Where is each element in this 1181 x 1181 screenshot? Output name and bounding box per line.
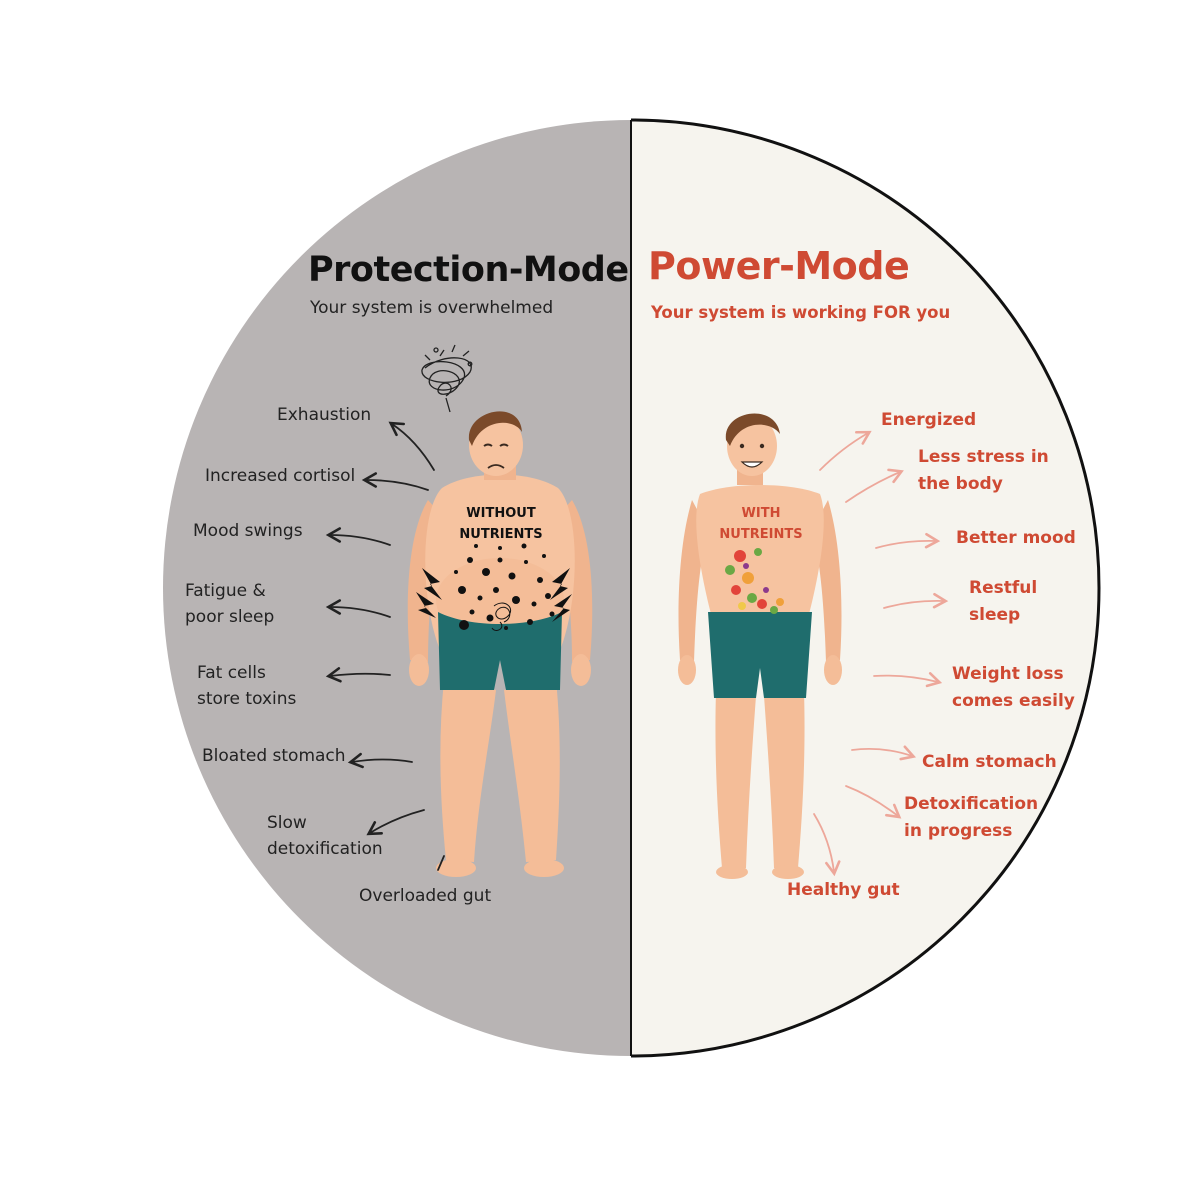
with-nutrients-label: WITH NUTREINTS <box>719 506 803 542</box>
label-restful-sleep: Restful sleep <box>969 578 1038 625</box>
stress-scribble-icon <box>421 344 473 413</box>
label-increased-cortisol: Increased cortisol <box>205 466 356 486</box>
protection-mode-title: Protection-Mode <box>308 250 629 290</box>
overweight-figure <box>407 411 593 877</box>
right-arrows <box>813 430 949 877</box>
arrow-icon <box>851 745 917 761</box>
arrow-icon <box>325 599 391 618</box>
label-energized: Energized <box>881 410 977 430</box>
arrow-icon <box>873 672 943 688</box>
label-less-stress: Less stress in the body <box>918 447 1049 494</box>
label-slow-detoxification: Slow detoxification <box>267 813 383 859</box>
arrow-icon <box>883 592 949 609</box>
label-detoxification-in-progress: Detoxification in progress <box>904 794 1039 841</box>
label-fatigue: Fatigue & poor sleep <box>185 581 275 627</box>
power-mode-title: Power-Mode <box>648 244 910 288</box>
arrow-icon <box>347 752 413 769</box>
label-mood-swings: Mood swings <box>193 521 303 541</box>
label-fat-cells: Fat cells store toxins <box>197 663 297 709</box>
label-weight-loss: Weight loss comes easily <box>952 664 1075 711</box>
left-arrows <box>325 421 445 871</box>
right-half-background <box>631 120 1099 1056</box>
gut-scribble-icon <box>491 602 512 631</box>
arrow-icon <box>845 468 904 503</box>
arrow-icon <box>875 532 941 549</box>
power-mode-subtitle: Your system is working FOR you <box>651 303 951 322</box>
arrow-icon <box>325 667 391 683</box>
without-nutrients-label: WITHOUT NUTRIENTS <box>459 506 543 542</box>
protection-mode-subtitle: Your system is overwhelmed <box>310 298 554 318</box>
label-calm-stomach: Calm stomach <box>922 752 1057 772</box>
vegetables-icon <box>725 548 784 614</box>
arrow-icon <box>388 421 435 471</box>
arrow-icon <box>819 430 872 471</box>
label-overloaded-gut: Overloaded gut <box>359 886 492 906</box>
label-better-mood: Better mood <box>956 528 1076 548</box>
lightning-bolt-icon <box>416 568 572 622</box>
arrow-icon <box>325 527 391 546</box>
arrow-icon <box>845 785 902 819</box>
label-healthy-gut: Healthy gut <box>787 880 900 900</box>
arrow-icon <box>366 809 425 836</box>
label-bloated-stomach: Bloated stomach <box>202 746 346 766</box>
circle-outline-right <box>630 118 1101 1058</box>
arrow-icon <box>813 813 841 877</box>
toxin-dots-icon <box>454 543 555 630</box>
arrow-icon <box>361 472 429 491</box>
arrow-icon <box>437 855 445 871</box>
label-exhaustion: Exhaustion <box>277 405 372 425</box>
left-half-background <box>163 120 631 1056</box>
